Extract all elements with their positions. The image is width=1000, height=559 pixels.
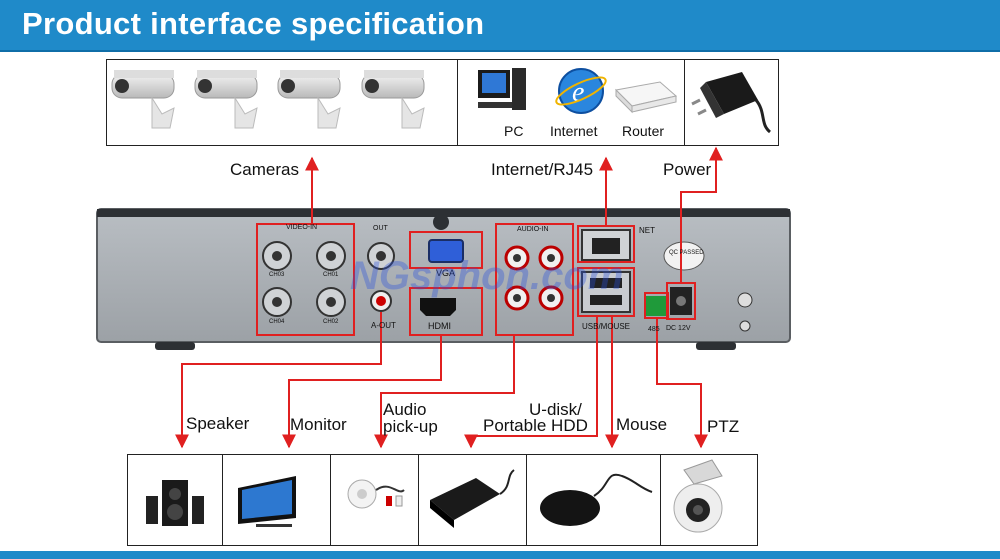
internet-icon: e <box>555 68 607 114</box>
rca-audio-connectors <box>504 245 564 311</box>
video-in-label: VIDEO-IN <box>286 224 318 231</box>
vga-label: VGA <box>436 268 456 278</box>
hdmi-label: HDMI <box>428 321 451 331</box>
header-bar: Product interface specification <box>0 0 1000 52</box>
ch02-label: CH02 <box>323 319 339 325</box>
dvr-rear-panel <box>96 208 791 350</box>
pc-label: PC <box>504 123 524 139</box>
audio-pickup-label-line1: Audio <box>383 400 427 419</box>
router-label: Router <box>622 123 665 139</box>
ch01-label: CH01 <box>323 272 339 278</box>
ptz-camera-icon <box>673 459 723 533</box>
audio-pickup-label-line2: pick-up <box>383 417 438 436</box>
internet-rj45-label: Internet/RJ45 <box>491 160 594 179</box>
microphone-icon <box>347 479 405 509</box>
camera-icons <box>111 70 425 129</box>
net-label: NET <box>639 226 655 235</box>
page-title: Product interface specification <box>22 6 485 41</box>
rs485-terminal <box>646 296 666 316</box>
cameras-label: Cameras <box>230 160 299 179</box>
audio-in-label: AUDIO-IN <box>517 226 549 233</box>
ptz-label: PTZ <box>707 417 740 436</box>
router-icon <box>614 81 678 114</box>
pc-icon <box>478 68 526 110</box>
qc-sticker <box>663 241 705 271</box>
a-out-label: A-OUT <box>371 321 396 330</box>
ch04-label: CH04 <box>269 319 285 325</box>
internet-label: Internet <box>550 123 598 139</box>
rs485-label: 485 <box>648 326 660 333</box>
monitor-label: Monitor <box>290 415 347 434</box>
hdd-icon <box>430 469 515 528</box>
watermark: NGsphon.com <box>350 254 624 298</box>
hdmi-port <box>420 298 456 316</box>
qc-label: QC PASSED <box>669 250 704 256</box>
udisk-label-line1: U-disk/ <box>529 400 582 419</box>
udisk-label-line2: Portable HDD <box>483 416 588 435</box>
mouse-icon <box>540 473 653 526</box>
usb-mouse-label: USB/MOUSE <box>582 322 631 331</box>
bnc-connectors <box>262 241 395 317</box>
monitor-icon <box>238 476 296 527</box>
mouse-label: Mouse <box>616 415 668 434</box>
connection-arrows <box>175 146 723 449</box>
bottom-bar <box>0 551 1000 559</box>
ch03-label: CH03 <box>269 272 285 278</box>
speaker-icon <box>146 480 204 526</box>
vga-port <box>428 239 464 263</box>
power-adapter-icon <box>691 72 772 134</box>
dc12v-label: DC 12V <box>666 325 691 332</box>
power-label: Power <box>663 160 712 179</box>
speaker-label: Speaker <box>186 414 250 433</box>
out-label: OUT <box>373 225 388 232</box>
